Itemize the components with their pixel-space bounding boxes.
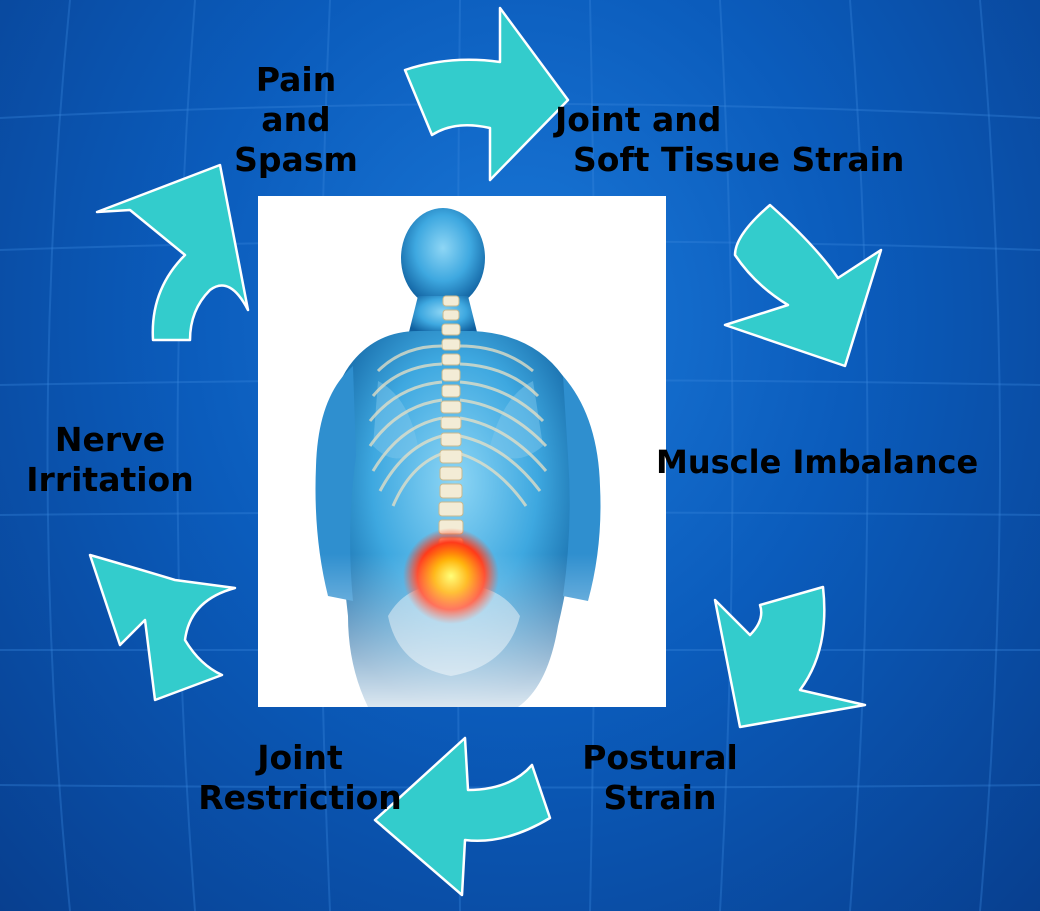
label-line: Restriction — [190, 778, 410, 818]
label-joint-restriction: Joint Restriction — [190, 738, 410, 818]
label-line: Strain — [555, 778, 765, 818]
label-nerve-irritation: Nerve Irritation — [10, 420, 210, 500]
label-postural-strain: Postural Strain — [555, 738, 765, 818]
arrow-pain-to-joint-icon — [405, 8, 568, 180]
label-joint-soft-tissue-strain: Joint and Soft Tissue Strain — [555, 100, 945, 180]
arrow-joint-to-nerve-icon — [90, 555, 235, 700]
label-line: Postural — [555, 738, 765, 778]
label-line: Joint and — [555, 100, 945, 140]
label-line: Pain — [226, 60, 366, 100]
arrow-nerve-to-pain-icon — [97, 165, 248, 340]
label-line: Joint — [190, 738, 410, 778]
label-line: Soft Tissue Strain — [555, 140, 945, 180]
arrow-joint-to-muscle-icon — [725, 205, 881, 366]
label-line: Spasm — [226, 140, 366, 180]
label-line: Nerve — [10, 420, 210, 460]
label-pain-and-spasm: Pain and Spasm — [226, 60, 366, 180]
label-muscle-imbalance: Muscle Imbalance — [656, 442, 1040, 482]
arrow-muscle-to-postural-icon — [715, 587, 865, 727]
label-line: and — [226, 100, 366, 140]
label-line: Irritation — [10, 460, 210, 500]
